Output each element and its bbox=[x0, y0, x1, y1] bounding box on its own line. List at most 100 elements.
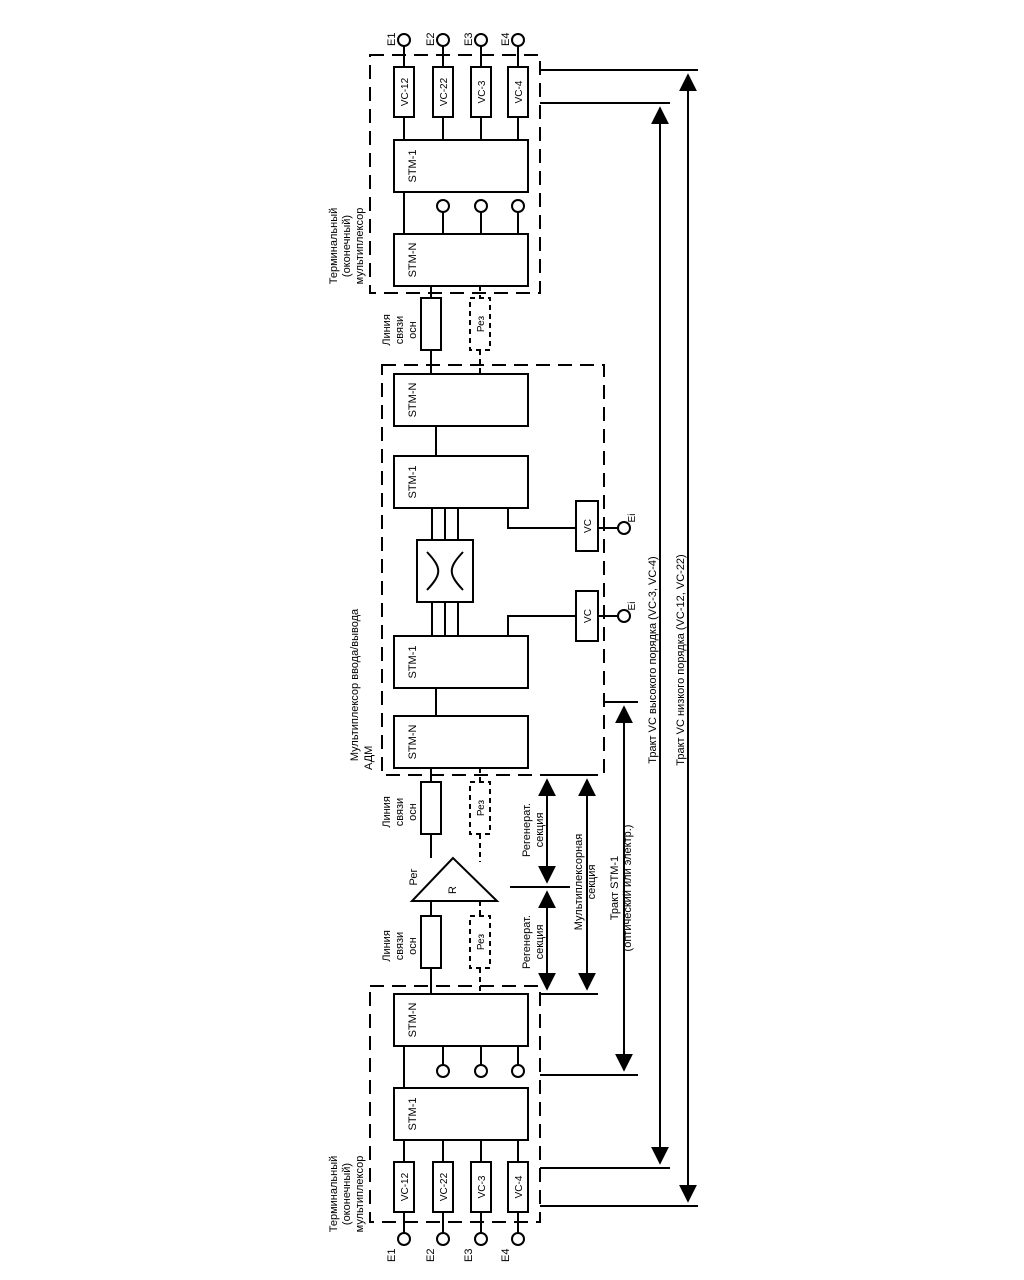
main-line-label-bottom-2: связи bbox=[394, 932, 406, 960]
port-e4-top[interactable] bbox=[511, 33, 525, 47]
regen-section-lower-label-2: секция bbox=[534, 925, 546, 960]
terminal-top-title-1: Терминальный bbox=[328, 208, 340, 285]
port-e4-bottom[interactable] bbox=[511, 1232, 525, 1246]
port-e3-bottom[interactable] bbox=[474, 1232, 488, 1246]
vc12-top-label: VC-12 bbox=[400, 77, 411, 106]
vc4-top-label: VC-4 bbox=[514, 80, 525, 103]
terminal-multiplexer-bottom: STM-N STM-1 VC-12 VC-22 VC-3 VC-4 E1 E2 … bbox=[328, 985, 541, 1262]
main-line-label-bottom-1: Линия bbox=[381, 930, 393, 962]
port-e4-bottom-label: E4 bbox=[500, 1249, 512, 1262]
stmn-top-terminal-label: STM-N bbox=[407, 243, 419, 278]
link-middle: Рез Линия связи осн bbox=[381, 768, 491, 862]
reserve-label-bottom: Рез bbox=[476, 934, 487, 951]
link-top: Рез Линия связи осн bbox=[381, 286, 491, 374]
stm1-top-terminal-label: STM-1 bbox=[407, 150, 419, 183]
vc22-top-label: VC-22 bbox=[439, 77, 450, 106]
main-line-label-top-2: связи bbox=[394, 316, 406, 344]
reserve-label-middle: Рез bbox=[476, 800, 487, 817]
vc-high-path-label: Тракт VC высокого порядка (VC-3, VC-4) bbox=[647, 556, 659, 763]
main-line-box-bottom bbox=[420, 915, 442, 969]
main-line-label-top-3: осн bbox=[407, 321, 419, 339]
cross-connect-box bbox=[416, 539, 474, 603]
terminal-bottom-title-3: мультиплексор bbox=[354, 1156, 366, 1233]
terminal-top-title-3: мультиплексор bbox=[354, 208, 366, 285]
vc-low-path-label: Тракт VC низкого порядка (VC-12, VC-22) bbox=[675, 554, 687, 765]
terminal-multiplexer-top: E1 E2 E3 E4 VC-12 VC-22 VC-3 VC-4 STM-1 bbox=[328, 33, 541, 294]
stm1-path-label-1: Тракт STM-1 bbox=[609, 856, 621, 920]
terminal-bottom-title-2: (оконечный) bbox=[341, 1163, 353, 1225]
main-line-box-middle bbox=[420, 781, 442, 835]
stm1-box-adm-bottom bbox=[393, 635, 529, 689]
cross-connect-symbol bbox=[426, 551, 440, 591]
port-e2-top-label: E2 bbox=[425, 33, 437, 46]
link-bottom: Рез Линия связи осн bbox=[381, 901, 491, 994]
stmn-box-bottom-terminal bbox=[393, 993, 529, 1047]
regen-section-upper-label-1: Регенерат. bbox=[521, 803, 533, 857]
section-dimensions: Регенерат. секция Регенерат. секция Муль… bbox=[510, 69, 698, 1207]
regenerator: R Рег bbox=[408, 856, 500, 902]
ei-upper-label: Ei bbox=[627, 514, 638, 523]
port-e3-top[interactable] bbox=[474, 33, 488, 47]
port-e2-bottom-label: E2 bbox=[425, 1249, 437, 1262]
main-line-label-middle-3: осн bbox=[407, 803, 419, 821]
mux-section-label-1: Мультиплексорная bbox=[573, 834, 585, 930]
stmn-box-top-terminal bbox=[393, 233, 529, 287]
ei-lower-label: Ei bbox=[627, 602, 638, 611]
port-e2-top[interactable] bbox=[436, 33, 450, 47]
stmn-bottom-terminal-label: STM-N bbox=[407, 1003, 419, 1038]
port-tributary-1-bottom[interactable] bbox=[436, 1064, 450, 1078]
port-ei-upper[interactable] bbox=[617, 521, 631, 535]
regenerator-label: Рег bbox=[408, 869, 420, 886]
stm1-path-label-2: (оптический или электр.) bbox=[622, 825, 634, 952]
vc-drop-box-upper bbox=[575, 500, 599, 552]
stm1-adm-bottom-label: STM-1 bbox=[407, 646, 419, 679]
main-line-label-top-1: Линия bbox=[381, 314, 393, 346]
adm-frame bbox=[381, 364, 605, 776]
vc4-bottom-label: VC-4 bbox=[514, 1175, 525, 1198]
adm-title-1: Мультиплексор ввода/вывода bbox=[349, 608, 361, 761]
port-e3-top-label: E3 bbox=[463, 33, 475, 46]
reserve-label-top: Рез bbox=[476, 316, 487, 333]
stmn-box-adm-top bbox=[393, 373, 529, 427]
vc12-bottom-label: VC-12 bbox=[400, 1172, 411, 1201]
port-tributary-2-top[interactable] bbox=[474, 199, 488, 213]
port-tributary-2-bottom[interactable] bbox=[474, 1064, 488, 1078]
stmn-adm-bottom-label: STM-N bbox=[407, 725, 419, 760]
vc-drop-lower-label: VC bbox=[583, 609, 594, 623]
regen-section-upper-label-2: секция bbox=[534, 813, 546, 848]
port-e3-bottom-label: E3 bbox=[463, 1249, 475, 1262]
stm1-adm-top-label: STM-1 bbox=[407, 466, 419, 499]
main-line-label-middle-1: Линия bbox=[381, 796, 393, 828]
stmn-box-adm-bottom bbox=[393, 715, 529, 769]
port-e1-bottom[interactable] bbox=[397, 1232, 411, 1246]
regen-section-lower-label-1: Регенерат. bbox=[521, 915, 533, 969]
terminal-top-frame bbox=[369, 54, 541, 294]
regenerator-triangle bbox=[409, 856, 500, 902]
port-e4-top-label: E4 bbox=[500, 33, 512, 46]
port-tributary-1-top[interactable] bbox=[436, 199, 450, 213]
vc-drop-upper-label: VC bbox=[583, 519, 594, 533]
port-e1-top[interactable] bbox=[397, 33, 411, 47]
port-e2-bottom[interactable] bbox=[436, 1232, 450, 1246]
port-tributary-3-bottom[interactable] bbox=[511, 1064, 525, 1078]
port-ei-lower[interactable] bbox=[617, 609, 631, 623]
stm1-box-top-terminal bbox=[393, 139, 529, 193]
stm1-bottom-terminal-label: STM-1 bbox=[407, 1098, 419, 1131]
port-tributary-3-top[interactable] bbox=[511, 199, 525, 213]
main-line-box-top bbox=[420, 297, 442, 351]
vc22-bottom-label: VC-22 bbox=[439, 1172, 450, 1201]
adm-multiplexer: STM-N STM-1 VC Ei STM-1 VC Ei STM-N bbox=[349, 364, 638, 776]
mux-section-label-2: секция bbox=[586, 865, 598, 900]
main-line-label-bottom-3: осн bbox=[407, 937, 419, 955]
stmn-adm-top-label: STM-N bbox=[407, 383, 419, 418]
terminal-top-title-2: (оконечный) bbox=[341, 215, 353, 277]
port-e1-bottom-label: E1 bbox=[386, 1249, 398, 1262]
terminal-bottom-title-1: Терминальный bbox=[328, 1156, 340, 1233]
vc3-bottom-label: VC-3 bbox=[477, 1175, 488, 1198]
main-line-label-middle-2: связи bbox=[394, 798, 406, 826]
stm1-box-adm-top bbox=[393, 455, 529, 509]
stm1-box-bottom-terminal bbox=[393, 1087, 529, 1141]
vc3-top-label: VC-3 bbox=[477, 80, 488, 103]
regenerator-symbol: R bbox=[447, 886, 459, 894]
